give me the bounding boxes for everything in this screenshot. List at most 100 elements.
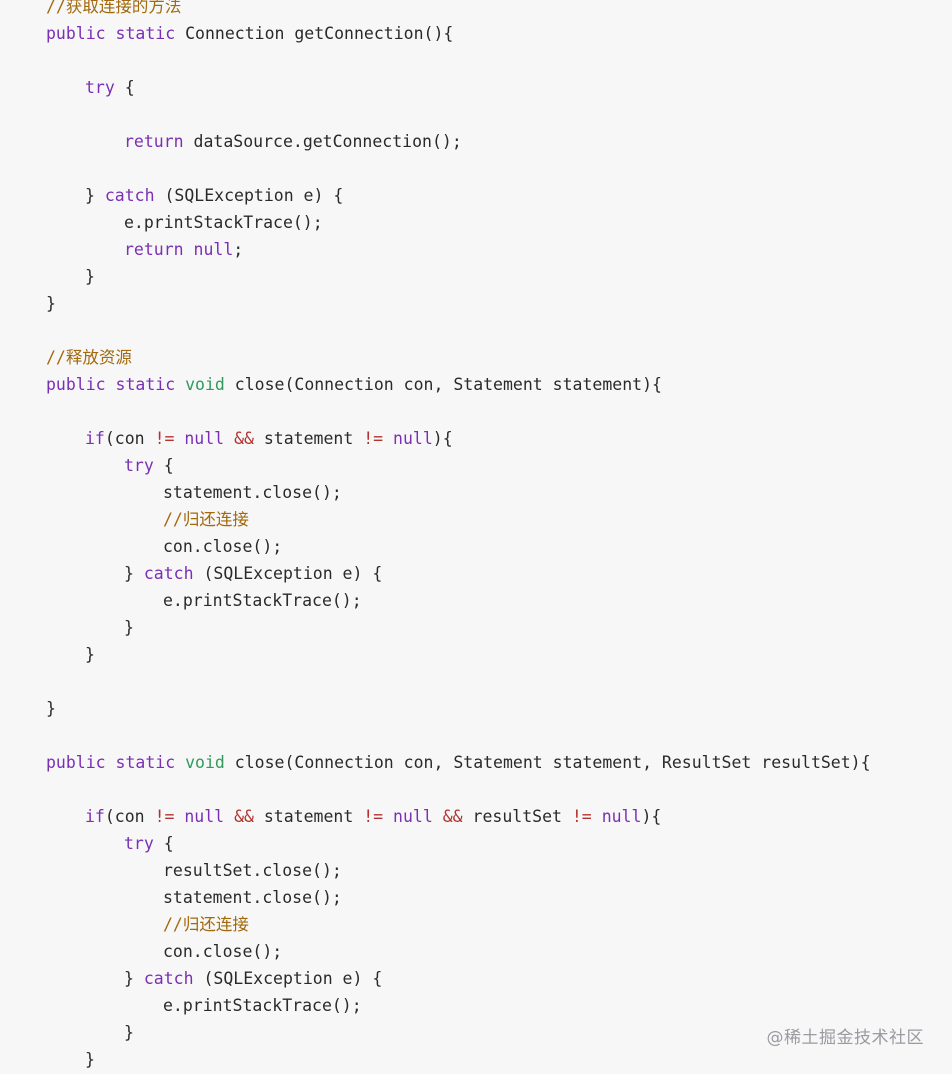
code-line: public static void close(Connection con,…: [46, 749, 871, 776]
code-line: statement.close();: [163, 884, 342, 911]
keyword: static: [115, 24, 176, 43]
code-line: statement.close();: [163, 479, 342, 506]
code-text: }: [124, 618, 134, 637]
code-text: ){: [641, 807, 662, 826]
code-text: (SQLException e) {: [203, 969, 383, 988]
code-line: con.close();: [163, 533, 282, 560]
code-text: (con: [104, 807, 145, 826]
code-text: ){: [432, 429, 453, 448]
code-text: e.printStackTrace();: [124, 213, 323, 232]
code-line: if(con != null && statement != null){: [85, 425, 453, 452]
code-line: }: [85, 263, 95, 290]
code-text: }: [124, 564, 134, 583]
keyword: public: [46, 753, 106, 772]
code-text: resultSet.close();: [163, 861, 342, 880]
operator: !=: [154, 429, 175, 448]
code-text: statement.close();: [163, 888, 342, 907]
code-text: }: [85, 267, 95, 286]
code-text: con.close();: [163, 942, 283, 961]
code-line: //释放资源: [46, 344, 132, 371]
code-text: Connection getConnection(){: [185, 24, 454, 43]
operator: !=: [154, 807, 175, 826]
keyword: return: [124, 132, 184, 151]
code-line: }: [85, 1046, 95, 1073]
keyword: null: [393, 429, 433, 448]
operator: &&: [234, 807, 254, 826]
code-line: } catch (SQLException e) {: [124, 965, 382, 992]
keyword: catch: [143, 564, 194, 583]
code-text: }: [124, 969, 134, 988]
code-line: }: [46, 695, 56, 722]
comment: //归还连接: [163, 510, 249, 529]
code-text: close(Connection con, Statement statemen…: [234, 375, 662, 394]
keyword-void: void: [185, 753, 225, 772]
keyword: null: [393, 807, 433, 826]
comment: //释放资源: [46, 348, 132, 367]
code-line: }: [46, 290, 56, 317]
keyword: catch: [104, 186, 155, 205]
keyword-void: void: [185, 375, 225, 394]
keyword: return: [124, 240, 184, 259]
code-line: try {: [124, 452, 174, 479]
code-text: statement.close();: [163, 483, 342, 502]
keyword: static: [115, 375, 176, 394]
code-text: {: [163, 834, 174, 853]
code-text: }: [85, 1050, 95, 1069]
code-text: ;: [233, 240, 244, 259]
code-text: }: [85, 186, 95, 205]
keyword: null: [184, 429, 225, 448]
keyword: static: [115, 753, 176, 772]
code-line: if(con != null && statement != null && r…: [85, 803, 661, 830]
keyword: try: [124, 456, 154, 475]
watermark: @稀土掘金技术社区: [766, 1028, 924, 1048]
code-line: }: [124, 1019, 134, 1046]
operator: !=: [571, 807, 592, 826]
operator: !=: [363, 429, 384, 448]
operator: !=: [363, 807, 384, 826]
code-text: }: [124, 1023, 134, 1042]
code-line: con.close();: [163, 938, 282, 965]
code-text: {: [124, 78, 135, 97]
code-line: return null;: [124, 236, 243, 263]
code-line: try {: [85, 74, 135, 101]
code-line: e.printStackTrace();: [163, 992, 362, 1019]
code-line: } catch (SQLException e) {: [124, 560, 382, 587]
code-text: (con: [104, 429, 145, 448]
code-text: statement: [263, 807, 354, 826]
code-text: }: [46, 699, 56, 718]
code-text: statement: [263, 429, 354, 448]
code-text: (SQLException e) {: [164, 186, 344, 205]
keyword: null: [184, 807, 225, 826]
keyword: null: [193, 240, 234, 259]
keyword: public: [46, 375, 106, 394]
code-text: dataSource.getConnection();: [193, 132, 462, 151]
code-line: }: [85, 641, 95, 668]
comment: //获取连接的方法: [46, 0, 182, 16]
code-line: public static void close(Connection con,…: [46, 371, 662, 398]
code-line: try {: [124, 830, 174, 857]
code-text: }: [85, 645, 95, 664]
keyword: try: [85, 78, 115, 97]
keyword: null: [601, 807, 642, 826]
code-line: }: [124, 614, 134, 641]
code-text: }: [46, 294, 56, 313]
code-line: return dataSource.getConnection();: [124, 128, 462, 155]
code-line: public static Connection getConnection()…: [46, 20, 453, 47]
code-line: } catch (SQLException e) {: [85, 182, 343, 209]
code-text: e.printStackTrace();: [163, 996, 362, 1015]
code-text: e.printStackTrace();: [163, 591, 362, 610]
keyword: if: [85, 429, 105, 448]
code-line: //获取连接的方法: [46, 0, 181, 20]
code-text: con.close();: [163, 537, 283, 556]
code-text: resultSet: [472, 807, 562, 826]
keyword: public: [46, 24, 106, 43]
comment: //归还连接: [163, 915, 249, 934]
code-line: e.printStackTrace();: [124, 209, 323, 236]
keyword: catch: [143, 969, 194, 988]
keyword: try: [124, 834, 154, 853]
code-line: //归还连接: [163, 911, 249, 938]
operator: &&: [234, 429, 254, 448]
keyword: if: [85, 807, 105, 826]
operator: &&: [442, 807, 463, 826]
